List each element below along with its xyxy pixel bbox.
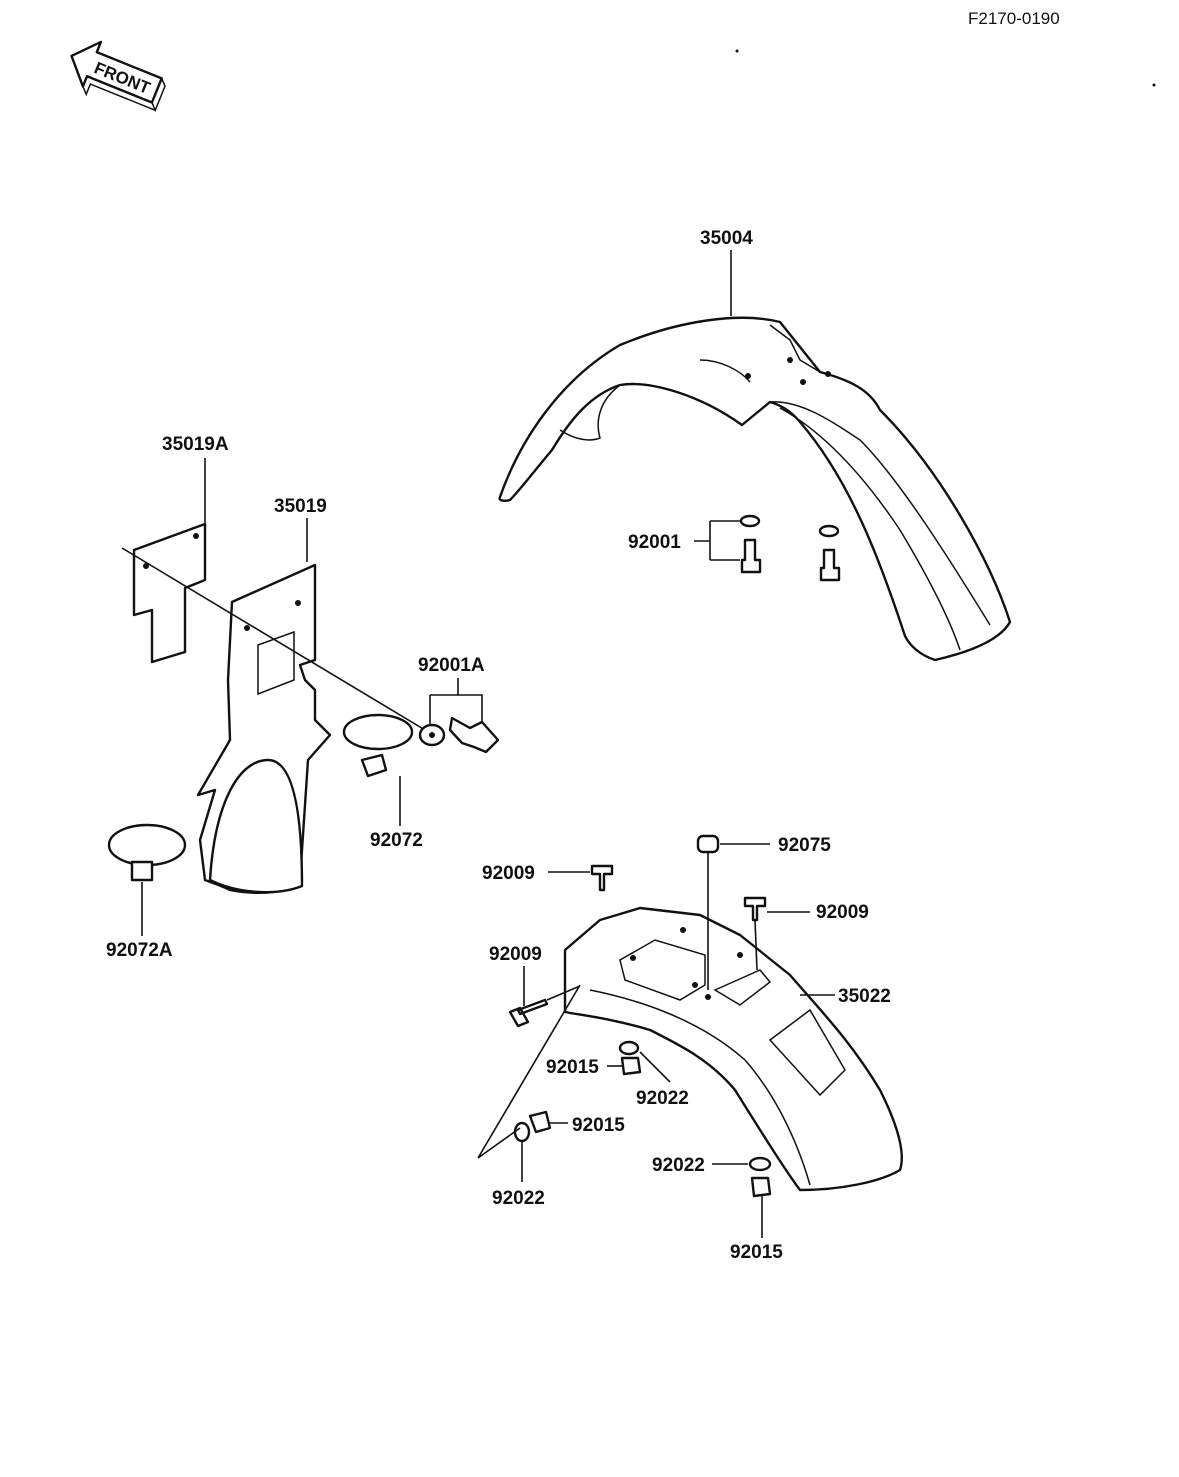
label-92072: 92072 bbox=[370, 830, 423, 851]
label-35022: 35022 bbox=[838, 986, 891, 1007]
label-92009-c: 92009 bbox=[489, 944, 542, 965]
label-92015-c: 92015 bbox=[730, 1242, 783, 1263]
label-35019: 35019 bbox=[274, 496, 327, 517]
screw-92009-a bbox=[590, 864, 614, 892]
screw-92009-b bbox=[743, 896, 767, 922]
plate-35019A bbox=[132, 522, 207, 664]
clamp-92072 bbox=[342, 713, 414, 778]
front-direction-arrow-icon: FRONT bbox=[70, 40, 166, 113]
label-92072A: 92072A bbox=[106, 940, 173, 961]
label-92015-b: 92015 bbox=[572, 1115, 625, 1136]
label-92022-c: 92022 bbox=[652, 1155, 705, 1176]
grommet-92075 bbox=[696, 834, 720, 854]
nut-washer-92015-92022-a bbox=[618, 1040, 642, 1076]
label-35019A: 35019A bbox=[162, 434, 229, 455]
bolt-washer-92001 bbox=[739, 514, 841, 582]
rear-fender-35022 bbox=[563, 906, 903, 1192]
bolt-washer-92001A bbox=[418, 716, 500, 754]
nut-washer-92022-92015-c bbox=[748, 1156, 772, 1198]
label-92001A: 92001A bbox=[418, 655, 485, 676]
label-92022-a: 92022 bbox=[636, 1088, 689, 1109]
label-35004: 35004 bbox=[700, 228, 753, 249]
clamp-92072A bbox=[107, 823, 187, 882]
label-92009-b: 92009 bbox=[816, 902, 869, 923]
nut-washer-92015-92022-b bbox=[513, 1110, 552, 1143]
label-92015-a: 92015 bbox=[546, 1057, 599, 1078]
label-92022-b: 92022 bbox=[492, 1188, 545, 1209]
figure-reference: F2170-0190 bbox=[968, 9, 1060, 28]
front-fender-35004 bbox=[498, 316, 1012, 662]
mudguard-35019 bbox=[196, 563, 332, 894]
label-92075: 92075 bbox=[778, 835, 831, 856]
label-92009-a: 92009 bbox=[482, 863, 535, 884]
screw-92009-c bbox=[508, 998, 549, 1028]
label-92001: 92001 bbox=[628, 532, 681, 553]
